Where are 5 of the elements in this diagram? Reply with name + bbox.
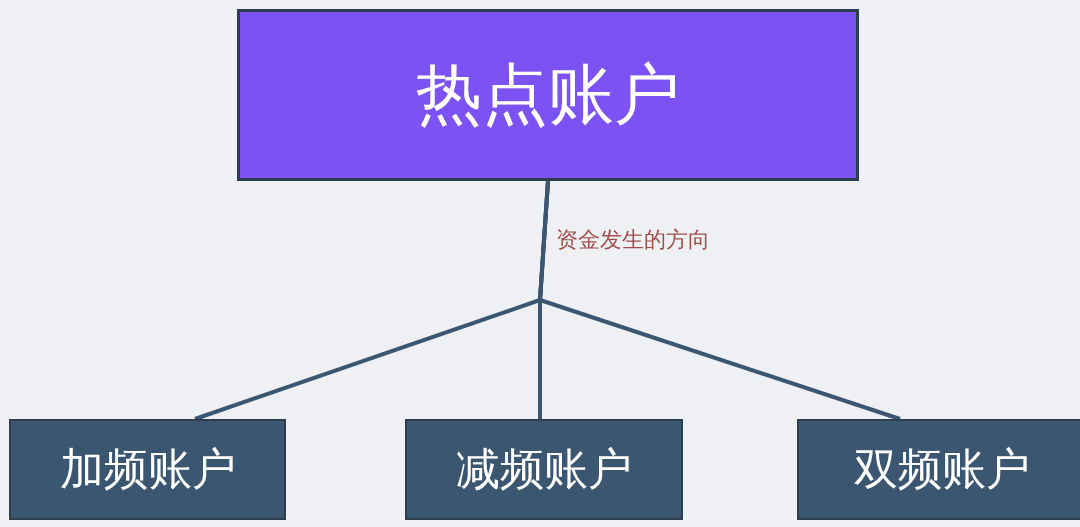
account-box: 减频账户 (405, 419, 683, 520)
title-box: 热点账户 (237, 9, 859, 181)
account-box: 加频账户 (9, 419, 286, 520)
account-box: 双频账户 (797, 419, 1080, 520)
connector-line (537, 180, 901, 421)
